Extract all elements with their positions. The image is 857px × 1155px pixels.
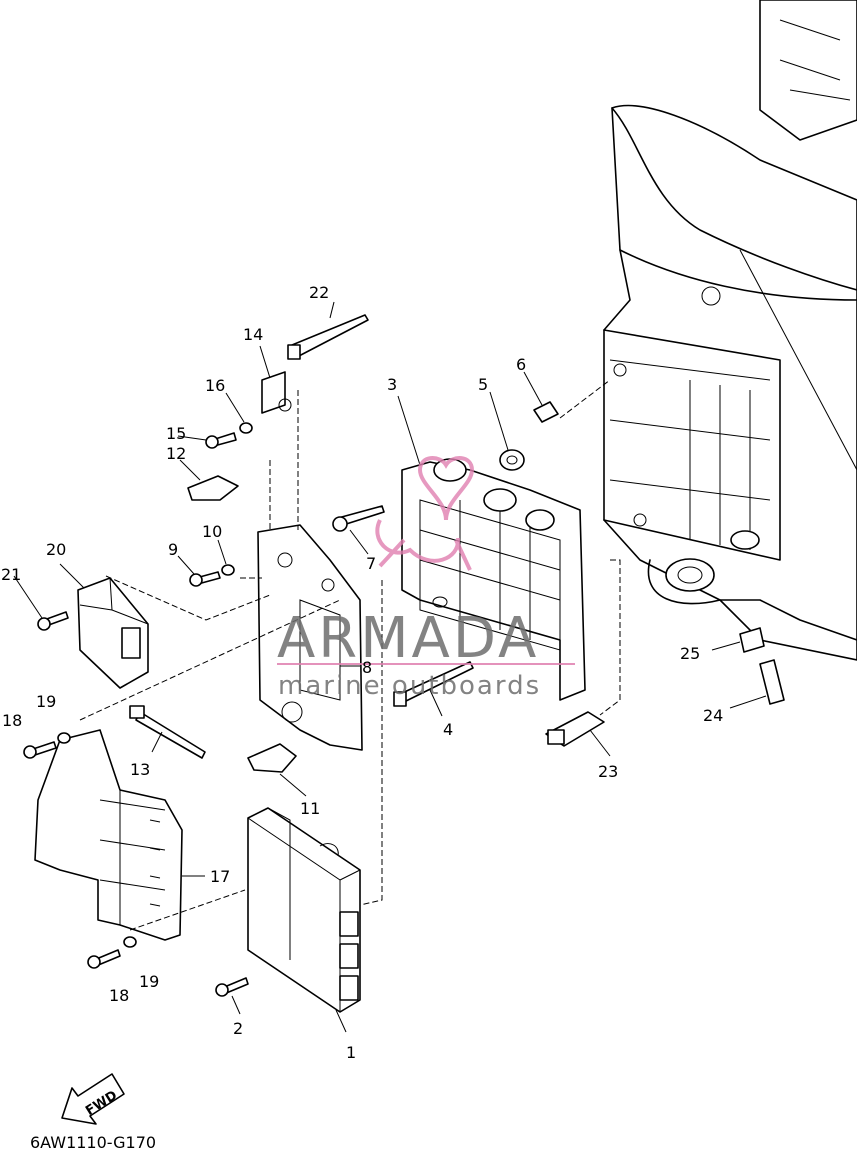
callout-4: 4 xyxy=(443,720,453,739)
part-1-ecu-module xyxy=(247,807,361,1013)
callout-16: 16 xyxy=(205,376,225,395)
callout-24: 24 xyxy=(703,706,723,725)
callout-13: 13 xyxy=(130,760,150,779)
callout-19-lower: 19 xyxy=(139,972,159,991)
callout-9: 9 xyxy=(168,540,178,559)
callout-21: 21 xyxy=(1,565,21,584)
callout-15: 15 xyxy=(166,424,186,443)
watermark-brand: ARMADA xyxy=(277,606,539,671)
leader-lines xyxy=(13,301,767,1033)
callout-18-lower: 18 xyxy=(109,986,129,1005)
part-17-lower-bracket xyxy=(34,729,183,941)
small-parts xyxy=(23,314,785,997)
callout-23: 23 xyxy=(598,762,618,781)
engine-block xyxy=(603,0,857,661)
callout-18-upper: 18 xyxy=(2,711,22,730)
callout-labels: 1 2 3 4 5 6 7 8 9 10 11 12 13 14 15 16 1… xyxy=(1,283,723,1062)
part-8-mount-plate xyxy=(257,524,363,751)
callout-1: 1 xyxy=(346,1043,356,1062)
callout-6: 6 xyxy=(516,355,526,374)
callout-3: 3 xyxy=(387,375,397,394)
callout-5: 5 xyxy=(478,375,488,394)
fwd-arrow-icon: FWD xyxy=(61,1073,125,1125)
callout-10: 10 xyxy=(202,522,222,541)
callout-25: 25 xyxy=(680,644,700,663)
diagram-part-code: 6AW1110-G170 xyxy=(30,1133,156,1152)
callout-11: 11 xyxy=(300,799,320,818)
callout-19-upper: 19 xyxy=(36,692,56,711)
callout-20: 20 xyxy=(46,540,66,559)
callout-14: 14 xyxy=(243,325,263,344)
callout-2: 2 xyxy=(233,1019,243,1038)
callout-12: 12 xyxy=(166,444,186,463)
watermark: ARMADA marine outboards xyxy=(277,456,575,701)
callout-7: 7 xyxy=(366,554,376,573)
callout-17: 17 xyxy=(210,867,230,886)
callout-22: 22 xyxy=(309,283,329,302)
part-20-relay-box xyxy=(77,577,149,689)
watermark-tagline: marine outboards xyxy=(278,671,541,701)
callout-8: 8 xyxy=(362,658,372,677)
watermark-logo-mark xyxy=(375,456,475,571)
